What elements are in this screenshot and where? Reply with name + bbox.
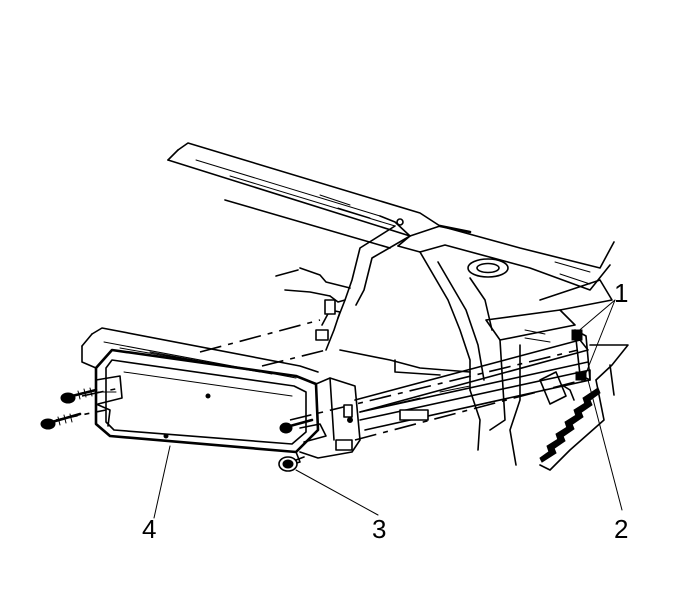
bolt-left-lower bbox=[40, 412, 82, 430]
clip-2 bbox=[571, 329, 587, 381]
callout-1: 1 bbox=[614, 278, 628, 308]
bolt-left-upper bbox=[60, 387, 98, 404]
nut-3 bbox=[278, 456, 305, 472]
grille-slots bbox=[539, 387, 601, 463]
headlamp-assembly bbox=[81, 327, 361, 467]
upper-tie-bar bbox=[397, 224, 615, 331]
bolt-side bbox=[279, 418, 314, 434]
leader-lines bbox=[153, 299, 623, 519]
right-grille bbox=[539, 344, 629, 471]
callout-2: 2 bbox=[614, 514, 628, 544]
headlamp-support-bracket bbox=[275, 225, 411, 351]
lower-cross-member bbox=[354, 329, 591, 431]
callout-4: 4 bbox=[142, 514, 156, 544]
callout-3: 3 bbox=[372, 514, 386, 544]
fender-rail bbox=[167, 142, 441, 249]
